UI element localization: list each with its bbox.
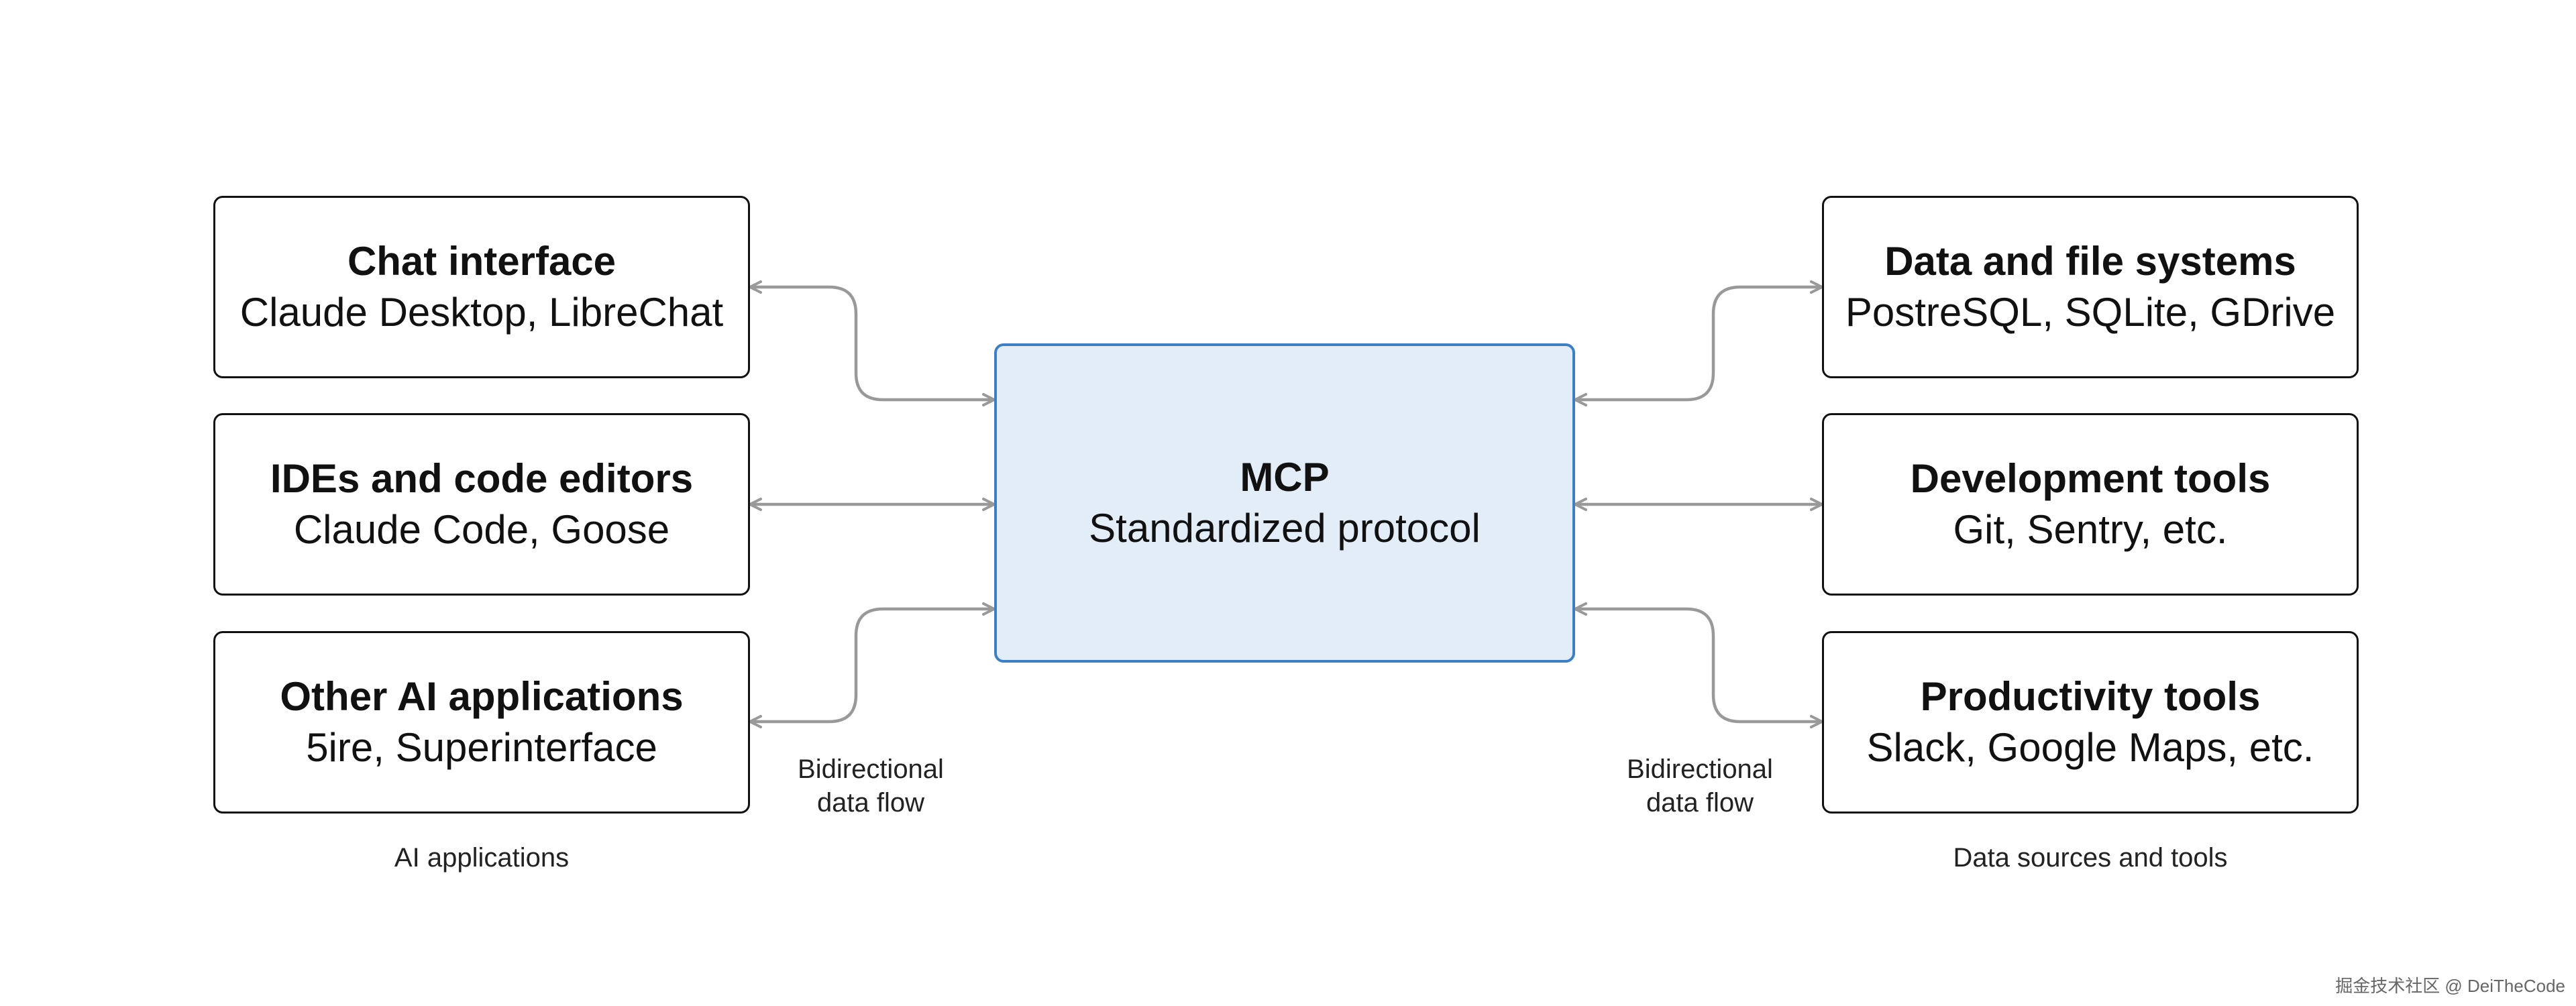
box-subtitle: Claude Desktop, LibreChat: [239, 290, 724, 335]
productivity-tools-box: Productivity tools Slack, Google Maps, e…: [1822, 631, 2359, 814]
box-title: IDEs and code editors: [270, 456, 694, 501]
flow-label-line1: Bidirectional: [1627, 754, 1773, 784]
right-flow-label: Bidirectional data flow: [1599, 752, 1801, 820]
arrow-mcp-to-productivity: [1573, 602, 1824, 728]
mcp-subtitle: Standardized protocol: [1089, 506, 1481, 551]
development-tools-box: Development tools Git, Sentry, etc.: [1822, 413, 2359, 596]
box-title: Chat interface: [347, 239, 616, 284]
flow-label-line1: Bidirectional: [798, 754, 944, 784]
arrow-mcp-to-data: [1573, 280, 1824, 406]
mcp-box: MCP Standardized protocol: [994, 343, 1575, 663]
box-subtitle: Git, Sentry, etc.: [1953, 507, 2228, 552]
data-file-systems-box: Data and file systems PostreSQL, SQLite,…: [1822, 196, 2359, 378]
watermark: 掘金技术社区 @ DeiTheCode: [2335, 976, 2565, 996]
box-title: Data and file systems: [1884, 239, 2296, 284]
left-flow-label: Bidirectional data flow: [770, 752, 971, 820]
other-ai-box: Other AI applications 5ire, Superinterfa…: [213, 631, 750, 814]
left-group-caption: AI applications: [394, 843, 570, 873]
box-subtitle: 5ire, Superinterface: [306, 725, 657, 770]
flow-label-line2: data flow: [816, 788, 925, 818]
ides-box: IDEs and code editors Claude Code, Goose: [213, 413, 750, 596]
box-title: Productivity tools: [1920, 674, 2261, 719]
flow-label-line2: data flow: [1646, 788, 1754, 818]
box-subtitle: PostreSQL, SQLite, GDrive: [1845, 290, 2336, 335]
box-subtitle: Slack, Google Maps, etc.: [1866, 725, 2314, 770]
box-subtitle: Claude Code, Goose: [293, 507, 670, 552]
arrow-chat-to-mcp: [748, 280, 996, 406]
right-group-caption: Data sources and tools: [1953, 843, 2228, 873]
mcp-title: MCP: [1240, 455, 1330, 500]
chat-interface-box: Chat interface Claude Desktop, LibreChat: [213, 196, 750, 378]
box-title: Other AI applications: [280, 674, 684, 719]
box-title: Development tools: [1910, 456, 2271, 501]
arrow-other-to-mcp: [748, 602, 996, 728]
